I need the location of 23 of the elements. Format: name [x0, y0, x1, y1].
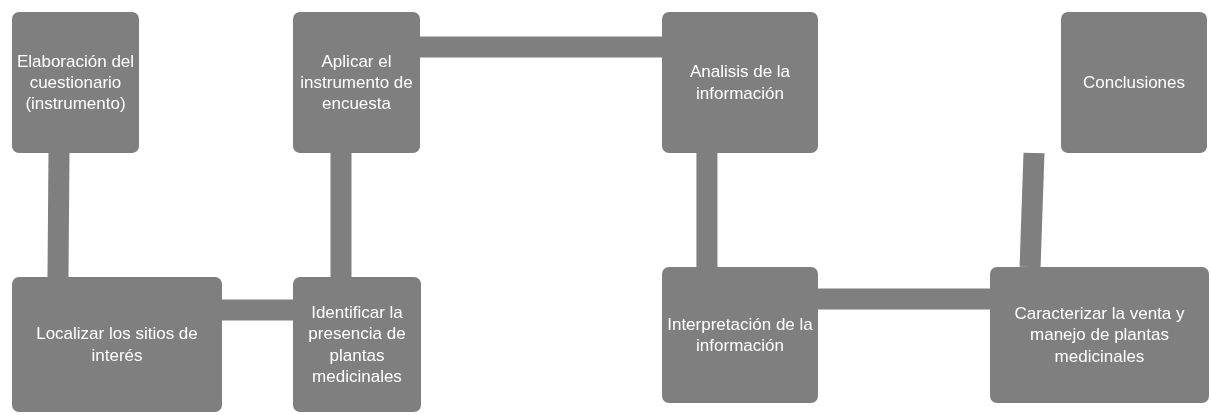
- step-label: Interpretación de la información: [666, 313, 814, 357]
- connector-bar: [1019, 152, 1045, 268]
- process-box: [293, 277, 421, 412]
- process-box: [662, 267, 818, 403]
- connector-bar: [222, 299, 293, 321]
- process-box: [12, 12, 139, 153]
- connector-bar: [696, 153, 718, 267]
- connector-bar: [47, 152, 70, 278]
- step-label: Conclusiones: [1082, 71, 1186, 94]
- process-box: [990, 267, 1209, 403]
- process-box: [12, 277, 222, 412]
- step-label: Caracterizar la venta y manejo de plantas medicinales: [1013, 303, 1186, 367]
- step-label: Elaboración del cuestionario (instrumento): [16, 50, 135, 115]
- connector-bar: [818, 288, 990, 310]
- process-box: [662, 12, 818, 153]
- process-box: [293, 12, 420, 153]
- step-label: Localizar los sitios de interés: [35, 323, 199, 366]
- step-label: Aplicar el instrumento de encuesta: [299, 50, 414, 115]
- process-box: [1061, 12, 1207, 153]
- connector-bar: [420, 36, 662, 58]
- step-label: Analisis de la información: [688, 61, 792, 104]
- connector-bar: [330, 153, 352, 277]
- step-label: Identificar la presencia de plantas medicinales: [307, 302, 407, 387]
